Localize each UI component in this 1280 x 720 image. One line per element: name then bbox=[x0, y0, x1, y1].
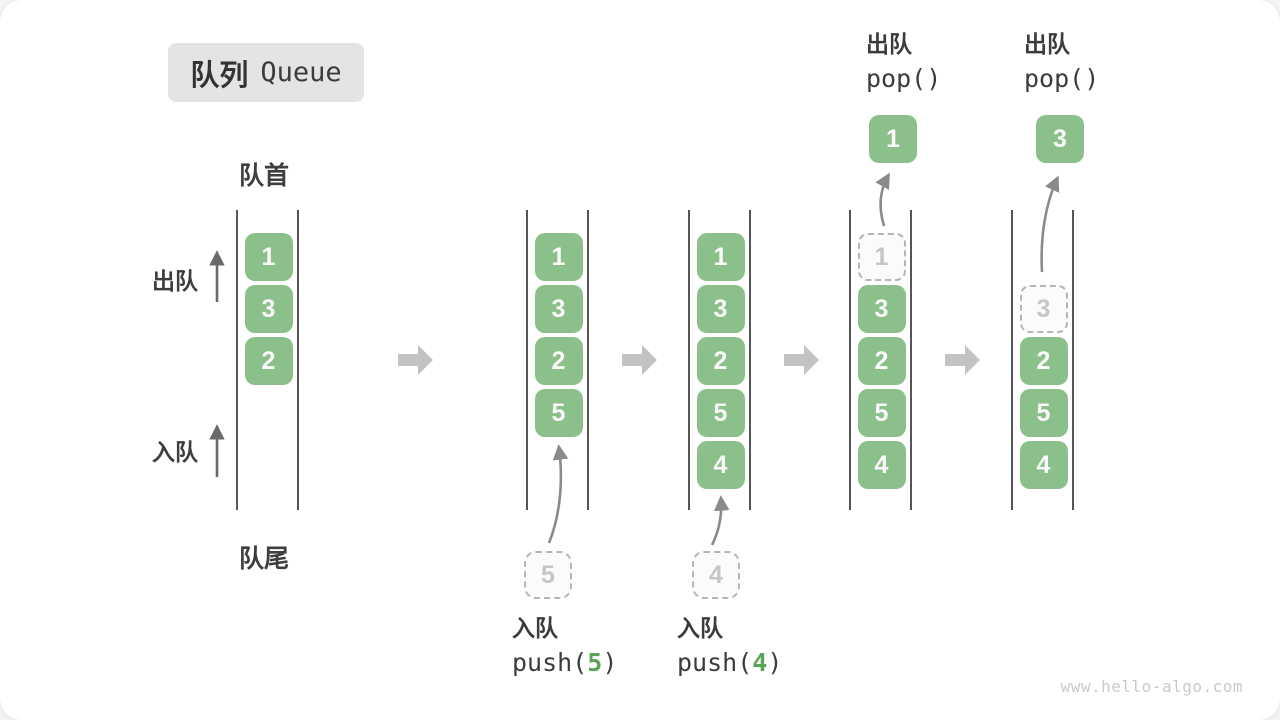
title-badge: 队列 Queue bbox=[168, 43, 364, 102]
op-pop-2: 出队 pop() bbox=[1024, 31, 1100, 93]
queue-cell: 2 bbox=[696, 337, 745, 385]
op-enqueue-5: 入队 push(5) bbox=[512, 615, 617, 676]
label-queue-rear: 队尾 bbox=[239, 545, 290, 573]
queue-cell: 5 bbox=[1019, 389, 1068, 437]
queue-cell: 3 bbox=[696, 285, 745, 333]
staged-cell: 4 bbox=[692, 551, 740, 599]
ghost-cell: 1 bbox=[857, 233, 906, 281]
next-state-block-arrow-icon bbox=[622, 345, 657, 375]
op-pop-label: 出队 bbox=[866, 31, 912, 57]
op-enqueue-code: push(4) bbox=[677, 650, 782, 675]
code-arg: 4 bbox=[752, 648, 768, 677]
op-enqueue-label: 入队 bbox=[512, 615, 558, 641]
title-zh: 队列 bbox=[190, 59, 249, 92]
queue-state-3: 1 3 2 5 4 bbox=[688, 210, 751, 510]
op-enqueue-label: 入队 bbox=[677, 615, 723, 641]
code-fn: push( bbox=[512, 648, 588, 677]
op-pop-label: 出队 bbox=[1024, 31, 1070, 57]
queue-cell: 5 bbox=[857, 389, 906, 437]
op-enqueue-4: 入队 push(4) bbox=[677, 615, 782, 676]
popped-cell: 1 bbox=[869, 115, 917, 163]
code-close: ) bbox=[602, 648, 618, 677]
queue-cell: 2 bbox=[534, 337, 583, 385]
queue-cell: 2 bbox=[244, 337, 293, 385]
queue-cell: 4 bbox=[857, 441, 906, 489]
staged-cell: 5 bbox=[524, 551, 572, 599]
code-close: ) bbox=[767, 648, 783, 677]
watermark: www.hello-algo.com bbox=[1060, 677, 1243, 696]
op-pop-code: pop() bbox=[866, 64, 942, 93]
next-state-block-arrow-icon bbox=[945, 345, 980, 375]
queue-cell: 3 bbox=[857, 285, 906, 333]
queue-cell: 4 bbox=[696, 441, 745, 489]
label-enqueue-side: 入队 bbox=[152, 439, 198, 465]
queue-cell: 5 bbox=[696, 389, 745, 437]
label-dequeue-side: 出队 bbox=[152, 268, 198, 294]
popped-cell: 3 bbox=[1036, 115, 1084, 163]
op-enqueue-code: push(5) bbox=[512, 650, 617, 675]
code-arg: 5 bbox=[587, 648, 603, 677]
queue-cell: 2 bbox=[1019, 337, 1068, 385]
queue-cell: 4 bbox=[1019, 441, 1068, 489]
code-fn: push( bbox=[677, 648, 753, 677]
title-en: Queue bbox=[260, 57, 342, 88]
queue-cell: 2 bbox=[857, 337, 906, 385]
next-state-block-arrow-icon bbox=[398, 345, 433, 375]
queue-cell: 3 bbox=[244, 285, 293, 333]
queue-cell: 1 bbox=[696, 233, 745, 281]
queue-cell: 1 bbox=[534, 233, 583, 281]
op-pop-1: 出队 pop() bbox=[866, 31, 942, 93]
op-pop-code: pop() bbox=[1024, 64, 1100, 93]
ghost-cell: 3 bbox=[1019, 285, 1068, 333]
queue-state-1: 1 3 2 bbox=[236, 210, 299, 510]
next-state-block-arrow-icon bbox=[784, 345, 819, 375]
queue-cell: 3 bbox=[534, 285, 583, 333]
queue-state-4: 1 3 2 5 4 bbox=[849, 210, 912, 510]
label-queue-front: 队首 bbox=[239, 162, 290, 190]
queue-cell: 5 bbox=[534, 389, 583, 437]
queue-state-2: 1 3 2 5 bbox=[526, 210, 589, 510]
queue-cell: 1 bbox=[244, 233, 293, 281]
queue-state-5: 3 2 5 4 bbox=[1011, 210, 1074, 510]
